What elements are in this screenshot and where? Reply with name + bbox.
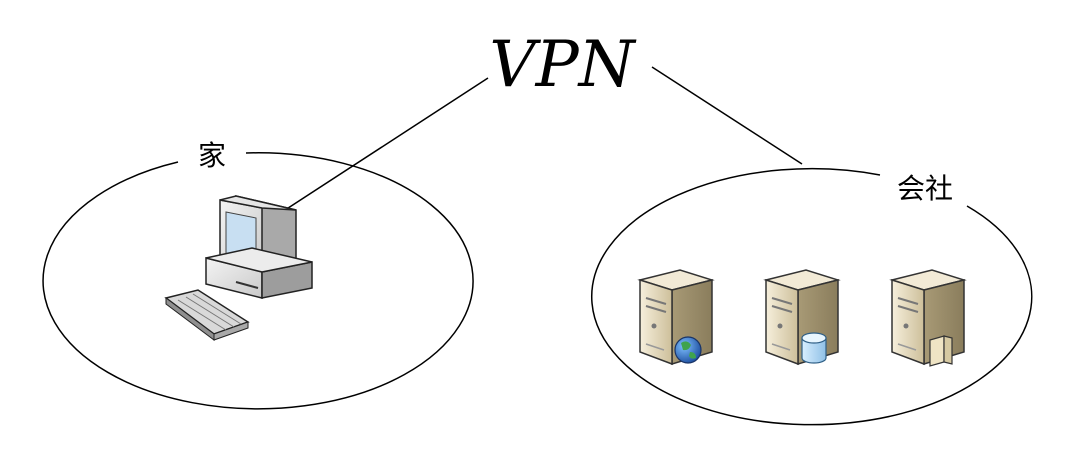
globe-icon (674, 336, 702, 364)
office-group-ellipse (591, 167, 1033, 426)
desktop-computer-icon (164, 195, 313, 341)
connection-line-office (651, 66, 803, 165)
home-group-label: 家 (198, 139, 226, 172)
file-server-icon (889, 269, 967, 367)
home-group-ellipse (42, 152, 474, 410)
office-group-label: 会社 (897, 172, 953, 205)
web-server-icon (637, 269, 715, 366)
connection-line-home (281, 77, 489, 213)
file-folder-icon (929, 335, 953, 367)
database-cylinder-icon (801, 332, 827, 364)
vpn-title: VPN (489, 28, 636, 102)
database-server-icon (763, 269, 841, 366)
